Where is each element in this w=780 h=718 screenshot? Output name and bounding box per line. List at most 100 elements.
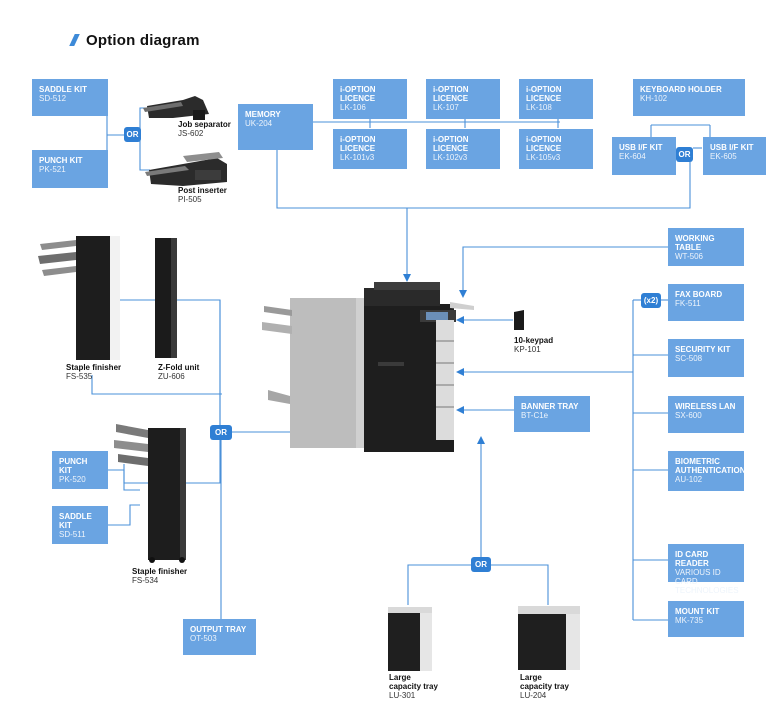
box-name: OUTPUT TRAY [190,625,247,634]
box-code: LK-105v3 [526,153,561,162]
box-code: LK-106 [340,103,366,112]
box-name: MOUNT KIT [675,607,720,616]
label-name: Staple finisher [66,363,122,372]
label-code: KP-101 [514,345,541,354]
ten-keypad-image [514,310,524,330]
label-name: Post inserter [178,186,227,195]
box-code: BT-C1e [521,411,549,420]
box-code: WT-506 [675,252,704,261]
label-code: LU-204 [520,691,547,700]
or-connector-usb: OR [676,147,693,162]
box-name: USB I/F KIT [619,143,663,152]
or-connector-left-top: OR [124,127,141,142]
x2-connector: (x2) [641,293,661,308]
job-separator-image [143,96,209,120]
label-code: FS-534 [132,576,159,585]
box-code: UK-204 [245,119,273,128]
page-title: Option diagram [69,32,200,49]
label-code: ZU-606 [158,372,185,381]
label-name: Large capacity tray [389,673,438,691]
box-name: WORKING TABLE [675,234,715,252]
label-name: Staple finisher [132,567,188,576]
box-name: BIOMETRIC AUTHENTICATION [675,457,746,475]
box-code: PK-521 [39,165,66,174]
box-name: FAX BOARD [675,290,723,299]
box-code: SD-512 [39,94,67,103]
staple-finisher-fs535-image [38,236,120,360]
box-code: LK-102v3 [433,153,468,162]
box-code: LK-108 [526,103,552,112]
box-code: LK-107 [433,103,459,112]
box-code: KH-102 [640,94,668,103]
box-code: SC-508 [675,354,703,363]
staple-finisher-fs534-image [114,424,186,563]
box-name: i-OPTION LICENCE [526,135,562,153]
box-name: USB I/F KIT [710,143,754,152]
box-name: SADDLE KIT [59,512,92,530]
box-code: AU-102 [675,475,703,484]
lct-lu301-image [388,607,432,671]
or-connector-finisher: OR [210,425,232,440]
box-name: KEYBOARD HOLDER [640,85,722,94]
page-title-text: Option diagram [86,32,200,49]
label-code: PI-505 [178,195,202,204]
box-name: i-OPTION LICENCE [340,85,376,103]
box-name: i-OPTION LICENCE [433,85,469,103]
box-name: i-OPTION LICENCE [526,85,562,103]
box-name: ID CARD READER [675,550,709,568]
box-code: PK-520 [59,475,86,484]
post-inserter-image [145,152,227,186]
label-name: Large capacity tray [520,673,569,691]
label-code: FS-535 [66,372,93,381]
box-name: i-OPTION LICENCE [340,135,376,153]
multifunction-printer-image [262,282,474,452]
box-name: PUNCH KIT [39,156,83,165]
label-name: 10-keypad [514,336,554,345]
box-name: PUNCH KIT [59,457,88,475]
box-code: MK-735 [675,616,704,625]
box-code: EK-605 [710,152,737,161]
label-code: JS-602 [178,129,204,138]
or-connector-lct: OR [471,557,491,572]
box-code: LK-101v3 [340,153,375,162]
box-name: MEMORY [245,110,281,119]
box-name: i-OPTION LICENCE [433,135,469,153]
z-fold-unit-image [155,238,177,358]
box-name: BANNER TRAY [521,402,579,411]
box-code: FK-511 [675,299,701,308]
box-code: SX-600 [675,411,702,420]
box-name: WIRELESS LAN [675,402,736,411]
lct-lu204-image [518,606,580,670]
box-code: VARIOUS ID CARD TECHNOLOGIES [675,568,739,595]
label-code: LU-301 [389,691,416,700]
box-code: EK-604 [619,152,646,161]
